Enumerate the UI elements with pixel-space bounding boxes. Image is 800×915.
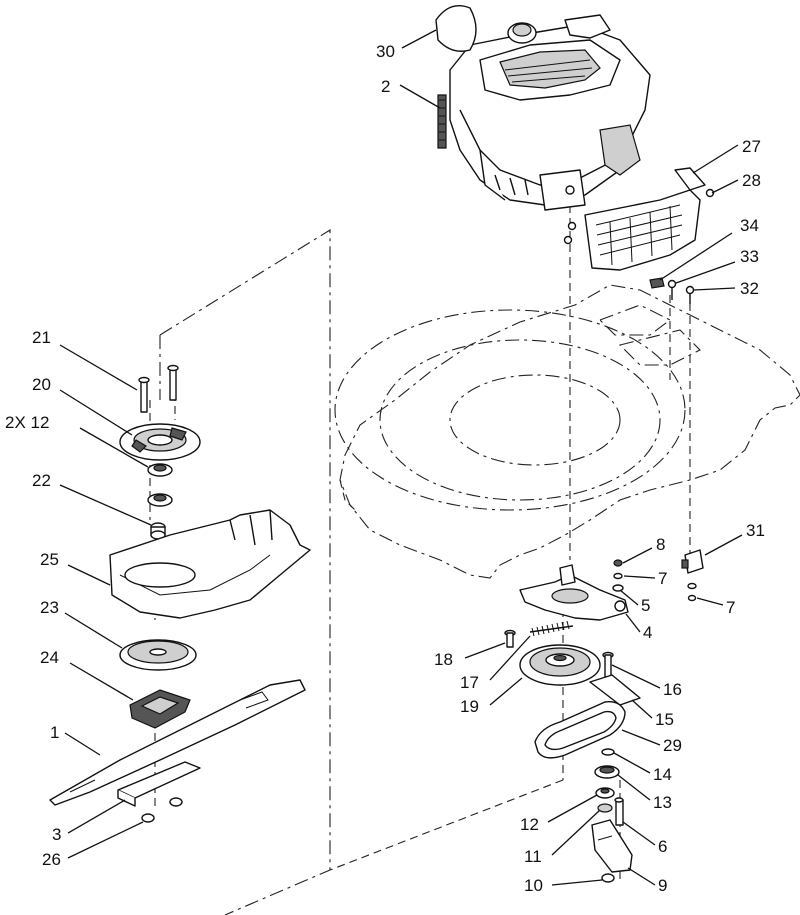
idler-arm-4: [519, 564, 629, 621]
bolt-16: [602, 651, 614, 678]
spindle-6: [614, 797, 624, 826]
hardware-8-7: [612, 559, 624, 592]
spacer-22: [150, 522, 166, 540]
callout-26: 26: [42, 850, 61, 869]
blade-1: [49, 679, 306, 806]
callout-24: 24: [40, 648, 59, 667]
callout-4: 4: [643, 623, 652, 642]
callout-11: 11: [524, 847, 542, 866]
idler-pulley-19: [519, 644, 601, 686]
callout-31: 31: [746, 521, 765, 540]
callout-32: 32: [740, 279, 759, 298]
callout-19: 19: [460, 697, 479, 716]
callout-27: 27: [742, 137, 761, 156]
callout-7a: 7: [658, 569, 667, 588]
blade-adapter-24: [129, 689, 191, 729]
heat-shield: [563, 167, 706, 271]
bolt-18: [504, 629, 516, 648]
engine: [437, 14, 651, 211]
callout-7b: 7: [726, 598, 735, 617]
bracket-31: [681, 549, 704, 602]
callout-1: 1: [50, 723, 59, 742]
callout-12: 12: [520, 815, 539, 834]
callout-16: 16: [663, 680, 682, 699]
callout-22: 22: [32, 471, 51, 490]
air-filter: [435, 5, 477, 52]
blade-stiffener-3: [117, 761, 201, 807]
callout-17: 17: [460, 673, 479, 692]
bolts-21: [138, 364, 179, 413]
callout-2: 2: [381, 77, 390, 96]
belt-guide-15: [589, 674, 641, 706]
hardware-34-33-32: [649, 277, 695, 304]
washer-14: [601, 748, 615, 756]
blade-hub-20: [119, 423, 201, 461]
callout-20: 20: [32, 375, 51, 394]
callout-18: 18: [434, 650, 453, 669]
callout-23: 23: [40, 598, 59, 617]
callout-13: 13: [653, 793, 672, 812]
mower-deck: [334, 284, 800, 579]
leader-lines: [59, 29, 743, 886]
nuts-26: [141, 797, 183, 823]
callout-28: 28: [742, 171, 761, 190]
callout-labels: 30 2 27 28 34 33 32 21 20 2X 12 22 25 23…: [5, 42, 765, 895]
screw-28: [705, 188, 715, 198]
pulley-13: [594, 765, 620, 779]
bearing-12: [595, 787, 615, 799]
bearings-12: [147, 463, 173, 507]
callout-15: 15: [655, 710, 674, 729]
callout-34: 34: [740, 216, 759, 235]
callout-30: 30: [376, 42, 395, 61]
callout-3: 3: [52, 825, 61, 844]
bearing-11: [597, 803, 613, 813]
pulley-plate-23: [119, 639, 197, 671]
callout-25: 25: [40, 550, 59, 569]
blade-housing-25: [109, 509, 311, 619]
callout-2x12: 2X 12: [5, 413, 49, 432]
callout-5: 5: [641, 596, 650, 615]
callout-8: 8: [656, 535, 665, 554]
bracket-9: [591, 819, 633, 873]
callout-33: 33: [740, 247, 759, 266]
belt-29: [534, 701, 626, 759]
spring-17: [529, 620, 574, 637]
callout-21: 21: [32, 328, 51, 347]
callout-14: 14: [653, 765, 672, 784]
callout-10: 10: [524, 876, 543, 895]
callout-29: 29: [663, 736, 682, 755]
callout-9: 9: [658, 876, 667, 895]
nut-10: [601, 873, 615, 883]
callout-6: 6: [658, 837, 667, 856]
